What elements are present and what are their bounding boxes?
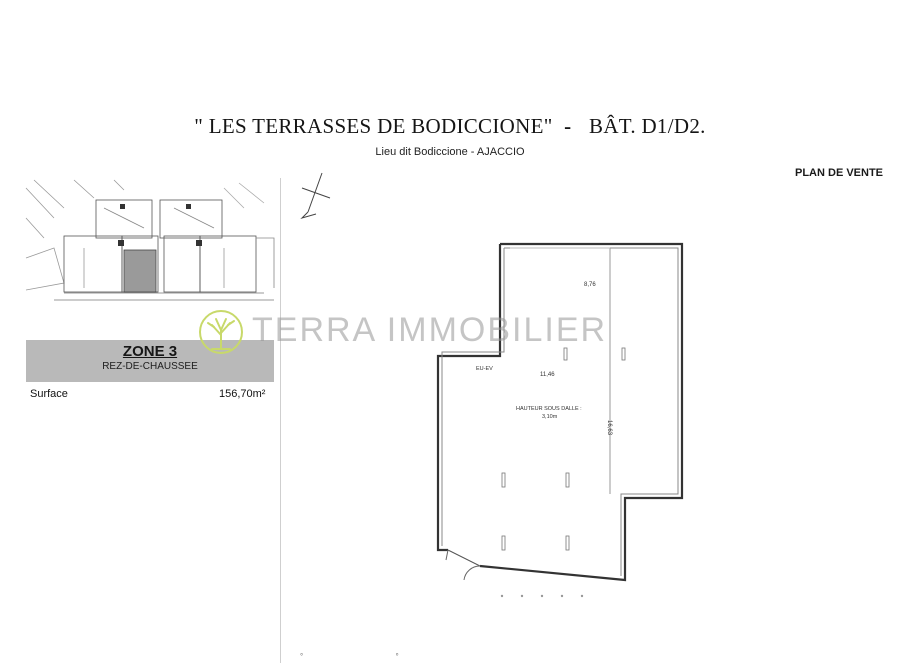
ceiling-height-label: HAUTEUR SOUS DALLE : [516,406,582,412]
zone-band: ZONE 3 REZ-DE-CHAUSSEE [26,340,274,382]
document-subtitle: Lieu dit Bodiccione - AJACCIO [375,146,525,158]
zone-level: REZ-DE-CHAUSSEE [102,361,198,372]
north-arrow-icon [300,172,331,220]
watermark-brand: TERRA IMMOBILIER [252,311,608,349]
surface-label: Surface [30,388,68,400]
dimension-side: 16,63 [606,420,612,436]
key-plan-drawing [25,179,275,301]
scan-mark: ° [395,652,399,661]
bottom-scan-marks: ° ° [300,652,489,661]
network-label: EU-EV [476,366,493,372]
key-plan-highlighted-unit [123,249,157,293]
ceiling-height-value: 3,10m [542,414,558,420]
watermark: TERRA IMMOBILIER [198,309,708,355]
dimension-top: 8,76 [584,282,596,288]
project-name: " LES TERRASSES DE BODICCIONE" [194,114,553,138]
left-info-column [22,178,281,663]
document-title: " LES TERRASSES DE BODICCIONE" - BÂT. D1… [0,114,900,139]
scan-mark: ° [300,652,304,661]
zone-title: ZONE 3 [122,343,178,360]
tree-logo-icon [199,310,243,354]
dimension-middle: 11,46 [540,372,555,378]
title-separator: - [564,114,572,138]
plan-type-label: PLAN DE VENTE [795,167,884,179]
surface-value: 156,70m² [219,388,266,400]
floor-plan-drawing: 8,76 11,46 16,63 EU-EV HAUTEUR SOUS DALL… [300,172,684,598]
building-label: BÂT. D1/D2. [589,114,706,138]
